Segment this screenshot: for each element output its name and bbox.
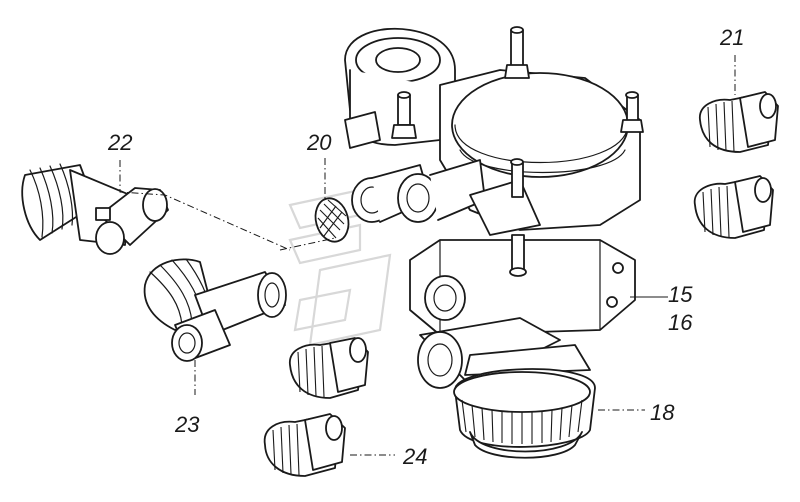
callout-21: 21: [719, 25, 744, 50]
threaded-fitting-24a: [289, 337, 369, 399]
stud-top-right: [620, 91, 644, 133]
callout-24: 24: [402, 444, 427, 469]
elbow-fitting-22: [21, 163, 169, 255]
silencer-ribs: [461, 399, 583, 444]
leader-lines: [119, 55, 736, 456]
threaded-fitting-21a: [699, 91, 779, 153]
filter-disc-20: [314, 197, 350, 243]
stud-top-center: [504, 26, 530, 79]
threaded-fitting-24b: [263, 413, 346, 477]
callout-20: 20: [306, 130, 332, 155]
valve-assembly: [344, 26, 644, 459]
callout-16: 16: [668, 310, 693, 335]
callout-18: 18: [650, 400, 675, 425]
callout-23: 23: [174, 412, 200, 437]
callout-15: 15: [668, 282, 693, 307]
elbow-fitting-23: [143, 258, 287, 362]
threaded-fitting-21b: [693, 175, 774, 239]
stud-top-left: [391, 91, 417, 139]
callout-22: 22: [107, 130, 132, 155]
